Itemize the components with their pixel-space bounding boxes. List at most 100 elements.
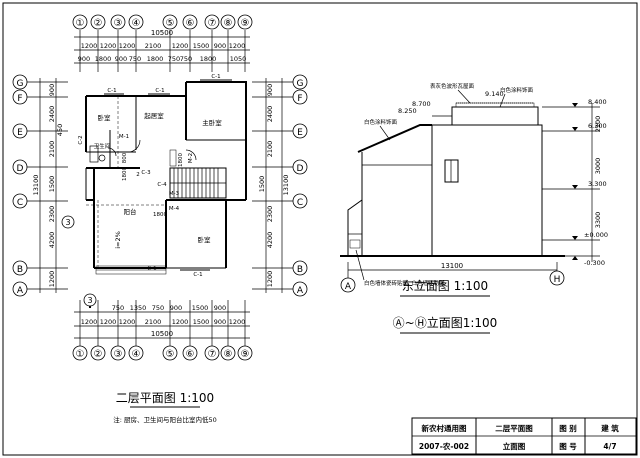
svg-text:2100: 2100 <box>266 141 274 158</box>
svg-text:1350: 1350 <box>130 304 147 312</box>
svg-text:1500: 1500 <box>193 42 210 50</box>
svg-text:750: 750 <box>168 55 180 63</box>
svg-text:2100: 2100 <box>145 42 162 50</box>
title-block-category-value: 建 筑 <box>600 423 619 433</box>
svg-text:±0.000: ±0.000 <box>584 231 608 239</box>
svg-text:2400: 2400 <box>48 106 56 123</box>
svg-text:白色涂料饰面: 白色涂料饰面 <box>364 118 398 126</box>
svg-text:⑤: ⑤ <box>166 349 175 360</box>
svg-text:②: ② <box>94 349 103 360</box>
svg-text:750: 750 <box>180 55 192 63</box>
slope-label: i=2% <box>114 231 122 249</box>
axis-bubble-left-d: D <box>12 159 28 175</box>
svg-text:A: A <box>17 286 24 296</box>
overall-dim-top: 10500 <box>151 29 173 37</box>
svg-text:1200: 1200 <box>119 42 136 50</box>
axis-bubble-left-g: G <box>12 74 28 90</box>
svg-text:D: D <box>297 164 304 174</box>
top-dims-row1: 1200 1200 1200 2100 1200 1500 900 1200 <box>81 42 246 50</box>
svg-text:C-1: C-1 <box>107 88 116 94</box>
room-living: 起居室 <box>144 111 164 120</box>
svg-text:⑨: ⑨ <box>241 18 250 29</box>
svg-text:E: E <box>297 128 303 138</box>
axis-bubble-bottom-3: ③ <box>110 345 126 361</box>
svg-text:1200: 1200 <box>229 318 246 326</box>
svg-text:900: 900 <box>214 304 226 312</box>
axis-bubble-right-c: C <box>292 193 308 209</box>
top-axis-bubbles: ① ② ③ ④ ⑤ ⑥ ⑦ ⑧ ⑨ <box>72 14 253 30</box>
svg-text:1200: 1200 <box>229 42 246 50</box>
svg-text:⑧: ⑧ <box>224 18 233 29</box>
svg-text:8.250: 8.250 <box>398 107 417 115</box>
svg-text:C-3: C-3 <box>141 170 151 176</box>
axis-bubble-bottom-8: ⑧ <box>220 345 236 361</box>
svg-text:900: 900 <box>214 318 226 326</box>
axis-bubble-left-f: F <box>12 89 28 105</box>
plan-title: 二层平面图 1:100 <box>116 391 214 405</box>
elevation-annotations: 表灰色波形瓦屋面 白色涂料饰面 白色涂料饰面 白色墙体瓷砖贴面, 白色墙砖勒脚 <box>355 82 534 287</box>
svg-text:750: 750 <box>152 304 164 312</box>
svg-text:H: H <box>554 275 561 285</box>
svg-text:④: ④ <box>132 18 141 29</box>
svg-text:③: ③ <box>114 349 123 360</box>
svg-text:900: 900 <box>115 55 127 63</box>
svg-text:⑥: ⑥ <box>186 18 195 29</box>
svg-text:3.300: 3.300 <box>588 180 607 188</box>
svg-text:3: 3 <box>65 218 70 227</box>
svg-text:3: 3 <box>87 296 92 305</box>
svg-text:900: 900 <box>78 55 90 63</box>
svg-text:6.300: 6.300 <box>588 122 607 130</box>
title-block-number-label: 图 号 <box>559 442 577 451</box>
east-elevation: 8.400 6.300 3.300 ±0.000 -0.300 2100 300… <box>340 82 608 334</box>
elevation-level-marks: 8.400 6.300 3.300 ±0.000 -0.300 2100 300… <box>398 90 608 267</box>
svg-text:C-2: C-2 <box>78 135 84 144</box>
svg-text:M-2: M-2 <box>188 153 194 163</box>
svg-text:2400: 2400 <box>266 106 274 123</box>
svg-text:①: ① <box>76 349 85 360</box>
axis-bubble-top-9: ⑨ <box>237 14 253 30</box>
svg-text:4200: 4200 <box>48 232 56 249</box>
elevation-subtitle: Ⓐ~Ⓗ立面图1:100 <box>393 315 498 330</box>
svg-text:M-1: M-1 <box>119 134 129 140</box>
svg-text:900: 900 <box>214 42 226 50</box>
axis-bubble-bottom-5: ⑤ <box>162 345 178 361</box>
axis-bubble-left-e: E <box>12 123 28 139</box>
axis-bubble-bottom-1: ① <box>72 345 88 361</box>
axis-bubble-top-4: ④ <box>128 14 144 30</box>
axis-bubble-top-5: ⑤ <box>162 14 178 30</box>
axis-bubble-top-8: ⑧ <box>220 14 236 30</box>
svg-text:2300: 2300 <box>48 206 56 223</box>
svg-text:3300: 3300 <box>594 212 602 229</box>
svg-text:B: B <box>17 265 23 275</box>
overall-dim-bottom: 10500 <box>151 330 173 338</box>
svg-text:2100: 2100 <box>48 141 56 158</box>
title-block-project: 新农村通用图 <box>422 423 467 433</box>
svg-text:1800: 1800 <box>147 55 164 63</box>
svg-text:900: 900 <box>170 304 182 312</box>
axis-bubble-right-g: G <box>292 74 308 90</box>
svg-text:M-3: M-3 <box>169 191 180 197</box>
left-dims: 900 2400 2100 450 1500 2300 4200 1200 13… <box>32 84 64 287</box>
svg-text:M-4: M-4 <box>169 206 180 212</box>
svg-text:C-4: C-4 <box>157 182 167 188</box>
room-bath: 卫生间 <box>94 142 111 150</box>
plan-walls <box>85 79 247 308</box>
svg-text:8.700: 8.700 <box>412 100 431 108</box>
svg-text:④: ④ <box>132 349 141 360</box>
svg-text:450: 450 <box>56 124 64 136</box>
floor-plan: ① ② ③ ④ ⑤ ⑥ ⑦ ⑧ ⑨ 10500 1200 1200 1200 2… <box>12 14 308 424</box>
svg-text:13100: 13100 <box>282 175 290 196</box>
bottom-dims-row2: 1200 1200 1200 2100 1200 1500 900 1200 <box>81 318 246 326</box>
svg-text:C-1: C-1 <box>211 74 220 80</box>
svg-text:A: A <box>297 286 304 296</box>
bottom-axis-bubbles: ① ② ③ ④ ⑤ ⑥ ⑦ ⑧ ⑨ <box>72 345 253 361</box>
elevation-axis-h: H <box>549 270 565 286</box>
svg-text:⑥: ⑥ <box>186 349 195 360</box>
top-dims-row2: 900 1800 900 750 1800 750 750 1800 1050 <box>78 55 246 63</box>
axis-bubble-bottom-4: ④ <box>128 345 144 361</box>
svg-text:1200: 1200 <box>100 318 117 326</box>
svg-text:C-1: C-1 <box>147 266 156 272</box>
title-block: 新农村通用图 2007-农-002 二层平面图 立面图 图 别 图 号 建 筑 … <box>411 417 637 455</box>
room-master: 主卧室 <box>202 118 222 127</box>
